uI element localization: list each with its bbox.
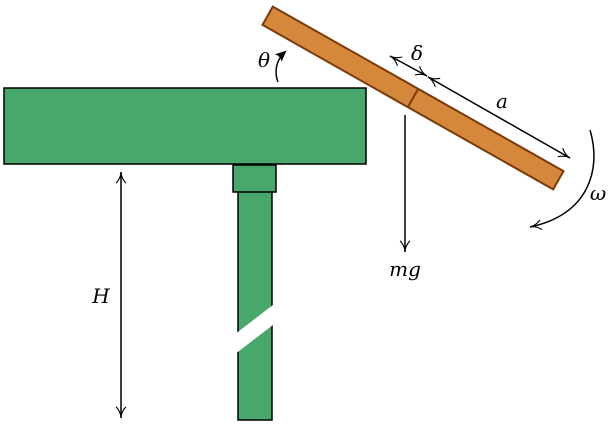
table-top [3,87,367,165]
delta-label: δ [411,41,423,65]
height-label: H [91,284,110,308]
gravity-label: mg [389,257,421,281]
board-center-mark [406,88,420,108]
omega-arc [529,129,595,231]
leg-break [230,298,282,358]
distance-a-label: a [496,89,508,113]
delta-arrow [389,55,428,77]
omega-label: ω [590,181,606,205]
theta-arc [274,50,287,83]
theta-label: θ [258,48,270,72]
distance-a-arrow [427,76,571,159]
table-leg-collar [232,164,277,193]
table-leg [237,189,273,421]
